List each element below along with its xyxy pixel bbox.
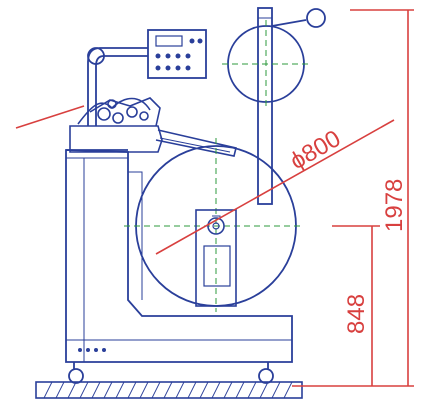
diameter-label: ϕ800 <box>286 125 346 175</box>
base-details <box>78 348 106 352</box>
floor-base <box>35 381 303 399</box>
right-post <box>257 7 326 205</box>
main-reel <box>124 138 304 312</box>
upper-reel <box>222 20 310 108</box>
panel-arm <box>87 47 148 126</box>
center-height-label: 848 <box>343 294 370 334</box>
total-height-label: 1978 <box>381 179 408 232</box>
height-dimension: 1978 848 <box>292 9 414 387</box>
caster-wheels <box>68 362 274 384</box>
machine-body <box>65 149 293 363</box>
diameter-dimension: ϕ800 <box>15 105 395 255</box>
top-feeder-unit <box>69 97 237 157</box>
control-panel <box>147 29 207 79</box>
